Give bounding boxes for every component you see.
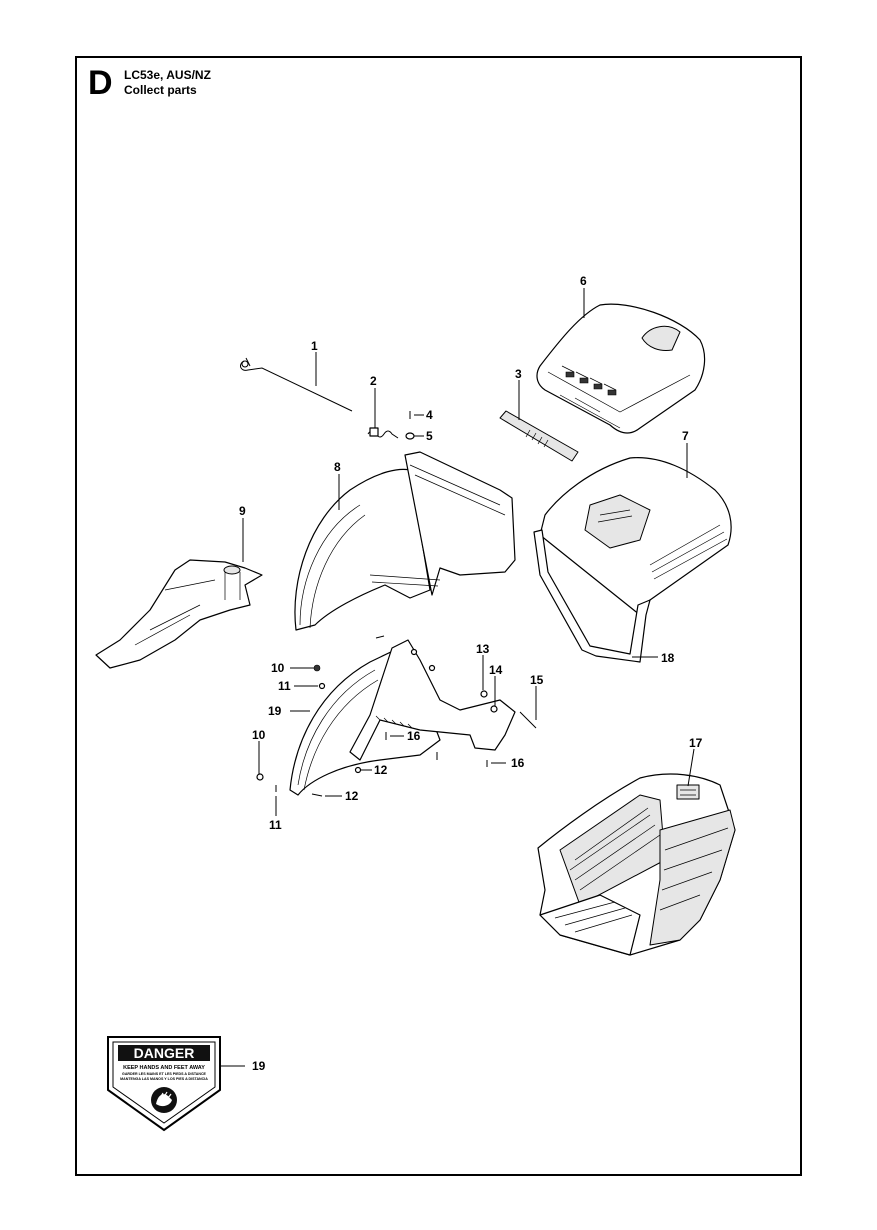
danger-label: DANGER KEEP HANDS AND FEET AWAY GARDER L… [107, 1036, 221, 1132]
callout-16b: 16 [511, 756, 525, 770]
part-2-spring [367, 427, 399, 439]
part-3-handle [499, 410, 579, 462]
callout-7: 7 [682, 429, 689, 443]
callout-numbers: 1 2 3 4 5 6 7 8 9 10 11 19 10 11 12 12 1… [239, 274, 703, 1073]
callout-15: 15 [530, 673, 544, 687]
callout-1: 1 [311, 339, 318, 353]
callout-13: 13 [476, 642, 490, 656]
danger-line-1: KEEP HANDS AND FEET AWAY [123, 1065, 205, 1071]
part-9-deflector [95, 559, 263, 669]
callout-14: 14 [489, 663, 503, 677]
callout-11a: 11 [278, 679, 291, 693]
callout-10b: 10 [252, 728, 266, 742]
callout-8: 8 [334, 460, 341, 474]
leader-lines [215, 288, 695, 1067]
fasteners [256, 635, 537, 797]
callout-19b: 19 [252, 1059, 266, 1073]
part-6-lid [536, 303, 706, 434]
callout-4: 4 [426, 408, 433, 422]
danger-heading: DANGER [134, 1045, 195, 1061]
callout-2: 2 [370, 374, 377, 388]
danger-line-2: GARDER LES MAINS ET LES PIEDS A DISTANCE [122, 1072, 207, 1076]
section-letter: D [88, 64, 113, 102]
callout-12a: 12 [374, 763, 388, 777]
page-frame [75, 56, 802, 1176]
model-name: LC53e, AUS/NZ [124, 68, 211, 82]
part-17-basket [537, 773, 736, 956]
part-1-rod [240, 357, 353, 412]
callout-9: 9 [239, 504, 246, 518]
part-19-inner-chute [289, 639, 516, 796]
callout-6: 6 [580, 274, 587, 288]
page-title: Collect parts [124, 83, 197, 97]
danger-line-3: MANTENGA LAS MANOS Y LOS PIES A DISTANCI… [120, 1077, 208, 1081]
callout-11b: 11 [269, 818, 282, 832]
callout-18: 18 [661, 651, 675, 665]
part-7-bag-top [533, 457, 732, 663]
callout-5: 5 [426, 429, 433, 443]
callout-3: 3 [515, 367, 522, 381]
part-8-chute [294, 451, 516, 631]
callout-19a: 19 [268, 704, 282, 718]
callout-12b: 12 [345, 789, 359, 803]
callout-17: 17 [689, 736, 703, 750]
callout-16a: 16 [407, 729, 421, 743]
part-5-washer [405, 432, 415, 440]
callout-10a: 10 [271, 661, 285, 675]
